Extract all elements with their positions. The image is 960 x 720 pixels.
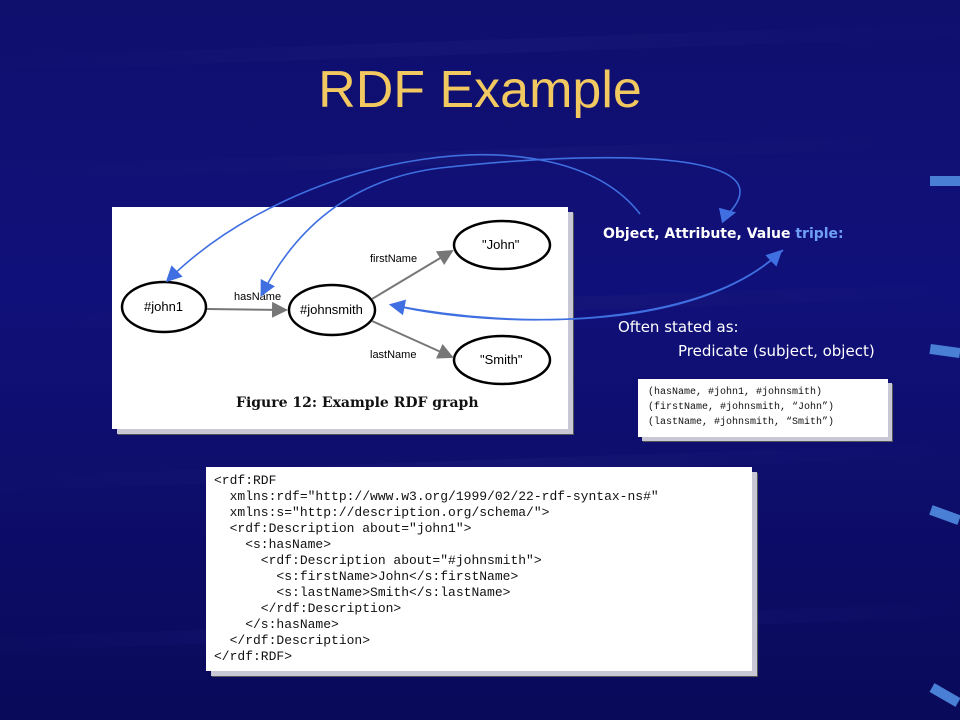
rdf-graph-figure: #john1 #johnsmith "John" "Smith" hasName… — [112, 207, 568, 429]
figure-caption: Figure 12: Example RDF graph — [236, 395, 479, 411]
often-stated-text: Often stated as: — [618, 318, 739, 336]
xml-line: xmlns:s="http://description.org/schema/"… — [214, 505, 550, 520]
triple-line: (lastName, #johnsmith, “Smith”) — [648, 417, 835, 428]
oav-accent: triple: — [795, 226, 844, 242]
arrow-value — [388, 249, 784, 321]
edge-hasname — [206, 301, 288, 318]
xml-line: <rdf:RDF — [214, 473, 277, 488]
node-john1 — [120, 280, 208, 334]
xml-line: </rdf:RDF> — [214, 649, 293, 664]
arrow-value-head — [391, 249, 783, 321]
triple-line: (firstName, #johnsmith, “John”) — [648, 402, 835, 413]
xml-line: <s:firstName>John</s:firstName> — [214, 569, 519, 584]
slide-title: RDF Example — [318, 61, 642, 119]
xml-line: <rdf:Description about="john1"> — [214, 521, 472, 536]
node-label-johnsmith: #johnsmith — [300, 302, 363, 317]
arrow-attribute — [260, 156, 741, 297]
edge-mark — [930, 176, 960, 186]
oav-main: Object, Attribute, Value — [603, 226, 791, 242]
predicate-form-text: Predicate (subject, object) — [678, 342, 875, 360]
xml-line: <s:lastName>Smith</s:lastName> — [214, 585, 511, 600]
xml-line: <rdf:Description about="#johnsmith"> — [214, 553, 542, 568]
edge-lastname — [371, 320, 454, 359]
edge-label-firstname: firstName — [370, 253, 418, 265]
node-john-literal — [452, 219, 552, 271]
rdf-xml-code-box: <rdf:RDF xmlns:rdf="http://www.w3.org/19… — [206, 467, 752, 671]
node-johnsmith — [287, 283, 377, 337]
node-label-john1: #john1 — [144, 299, 184, 314]
arrow-attribute-head — [718, 207, 737, 224]
node-smith-literal — [452, 334, 552, 386]
xml-line: </rdf:Description> — [214, 633, 371, 648]
node-label-smith: "Smith" — [480, 352, 523, 367]
xml-line: </rdf:Description> — [214, 601, 402, 616]
oav-heading: Object, Attribute, Value triple: — [603, 226, 844, 242]
arrow-object — [165, 154, 641, 283]
triples-box: (hasName, #john1, #johnsmith) (firstName… — [638, 379, 888, 437]
xml-line: </s:hasName> — [214, 617, 339, 632]
edge-label-lastname: lastName — [370, 349, 417, 361]
xml-line: <s:hasName> — [214, 537, 332, 552]
rdf-graph-canvas — [120, 219, 552, 386]
xml-line: xmlns:rdf="http://www.w3.org/1999/02/22-… — [214, 489, 659, 504]
triple-line: (hasName, #john1, #johnsmith) — [648, 387, 823, 398]
edge-firstname — [371, 249, 454, 300]
node-label-john: "John" — [482, 237, 520, 252]
